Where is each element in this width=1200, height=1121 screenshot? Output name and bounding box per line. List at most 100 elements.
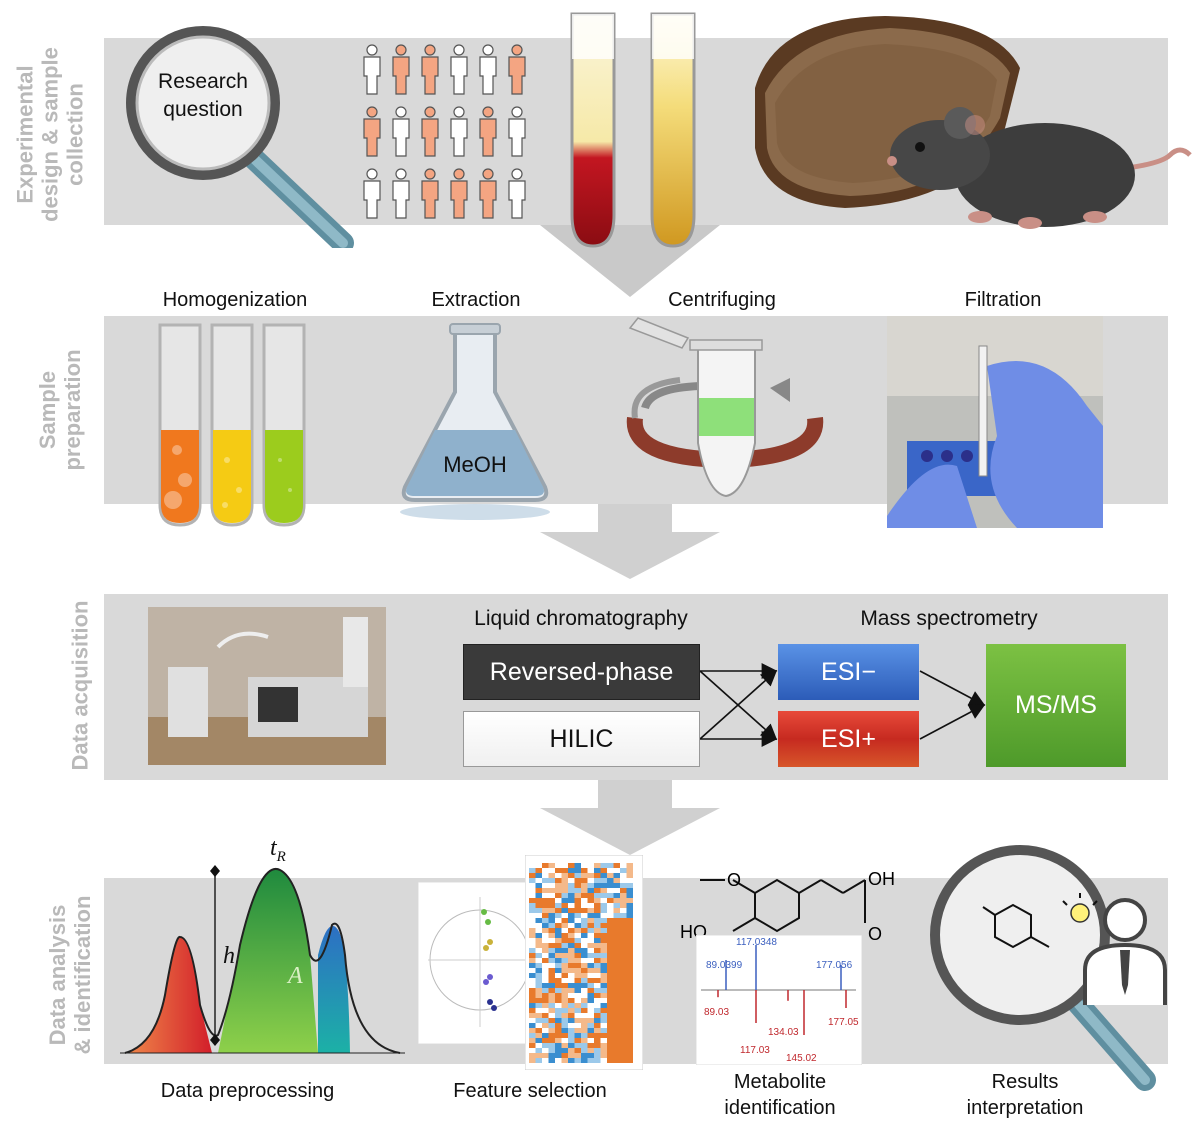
heatmap-cell (568, 1048, 575, 1053)
heatmap-cell (542, 888, 549, 893)
heatmap-cell (574, 978, 581, 983)
heatmap-cell (587, 968, 594, 973)
heatmap-cell (600, 988, 607, 993)
heatmap-cell (594, 888, 601, 893)
heatmap-cell (587, 953, 594, 958)
heatmap-cell (535, 908, 542, 913)
heatmap-cell (594, 948, 601, 953)
arrow-down-2 (540, 504, 720, 579)
heatmap-cell (561, 1038, 568, 1043)
heatmap-cell (574, 1013, 581, 1018)
heatmap-cell (561, 938, 568, 943)
heatmap-cell (568, 888, 575, 893)
heatmap-cell (587, 993, 594, 998)
heatmap-cell (594, 898, 601, 903)
row-label-analysis: Data analysis & identification (45, 875, 95, 1075)
heatmap-cell (548, 1033, 555, 1038)
heatmap-cell (535, 1008, 542, 1013)
heatmap-cell (568, 933, 575, 938)
magnifier-text-line1: Research (158, 70, 248, 93)
heatmap-cell (587, 988, 594, 993)
heatmap-cell (568, 898, 575, 903)
heatmap-cell (548, 998, 555, 1003)
heatmap-cell (542, 1003, 549, 1008)
heatmap-cell (555, 938, 562, 943)
heatmap-cell (561, 933, 568, 938)
heatmap-cell (561, 958, 568, 963)
heatmap-cell (581, 1048, 588, 1053)
heatmap-cell (587, 1043, 594, 1048)
heatmap-cell (600, 1033, 607, 1038)
heatmap-cell (607, 1033, 614, 1038)
heatmap-cell (600, 978, 607, 983)
heatmap-cell (620, 993, 627, 998)
heatmap-cell (568, 993, 575, 998)
heatmap-cell (600, 928, 607, 933)
heatmap-cell (587, 1003, 594, 1008)
heatmap-cell (542, 908, 549, 913)
heatmap-cell (568, 1033, 575, 1038)
heatmap-cell (581, 1008, 588, 1013)
heatmap-cell (607, 1038, 614, 1043)
heatmap-cell (542, 883, 549, 888)
heatmap-cell (600, 1038, 607, 1043)
heatmap-cell (613, 1033, 620, 1038)
heatmap-cell (594, 998, 601, 1003)
heatmap-cell (568, 963, 575, 968)
heatmap-cell (529, 978, 536, 983)
heatmap-cell (626, 1013, 633, 1018)
heatmap-cell (574, 983, 581, 988)
heatmap-cell (600, 1028, 607, 1033)
heatmap-cell (626, 1048, 633, 1053)
row-label-preparation: Sample preparation (35, 340, 85, 480)
heatmap-cell (607, 893, 614, 898)
magnifier-icon (126, 26, 354, 248)
retention-time-label: tR (270, 835, 286, 866)
label-metabolite-line1: Metabolite (733, 1071, 827, 1093)
heatmap-cell (600, 958, 607, 963)
heatmap-cell (607, 1003, 614, 1008)
heatmap-cell (548, 903, 555, 908)
heatmap-cell (581, 998, 588, 1003)
heatmap-cell (594, 863, 601, 868)
heatmap-cell (574, 923, 581, 928)
heatmap-cell (561, 923, 568, 928)
heatmap-cell (594, 933, 601, 938)
heatmap-cell (587, 958, 594, 963)
label-metabolite-identification: Metabolite identification (680, 1069, 880, 1121)
heatmap-cell (574, 993, 581, 998)
heatmap-cell (568, 943, 575, 948)
heatmap-cell (561, 1048, 568, 1053)
heatmap-cell (535, 998, 542, 1003)
heatmap-cell (555, 953, 562, 958)
heatmap-cell (529, 868, 536, 873)
heatmap-cell (555, 1058, 562, 1063)
heatmap-cell (594, 1018, 601, 1023)
heatmap-cell (568, 913, 575, 918)
heatmap-cell (581, 1043, 588, 1048)
heatmap-cell (626, 1018, 633, 1023)
heatmap-cell (535, 898, 542, 903)
heatmap-cell (626, 1038, 633, 1043)
heatmap-cell (548, 983, 555, 988)
heatmap-cell (594, 883, 601, 888)
heatmap-cell (555, 988, 562, 993)
heatmap-cell (574, 948, 581, 953)
heatmap-cell (607, 873, 614, 878)
heatmap-cell (574, 1058, 581, 1063)
mouse-icon (887, 107, 1192, 229)
heatmap-cell (613, 873, 620, 878)
heatmap-cell (535, 953, 542, 958)
heatmap-cell (626, 888, 633, 893)
heatmap-cell (594, 953, 601, 958)
person-icon (450, 168, 468, 219)
heatmap-cell (587, 933, 594, 938)
heatmap-cell (568, 868, 575, 873)
heatmap-cell (574, 1048, 581, 1053)
heatmap-cell (620, 873, 627, 878)
homogenized-tubes-icon (158, 323, 306, 527)
heatmap-cell (529, 943, 536, 948)
heatmap-cell (626, 923, 633, 928)
heatmap-cell (561, 1043, 568, 1048)
heatmap-cell (626, 903, 633, 908)
